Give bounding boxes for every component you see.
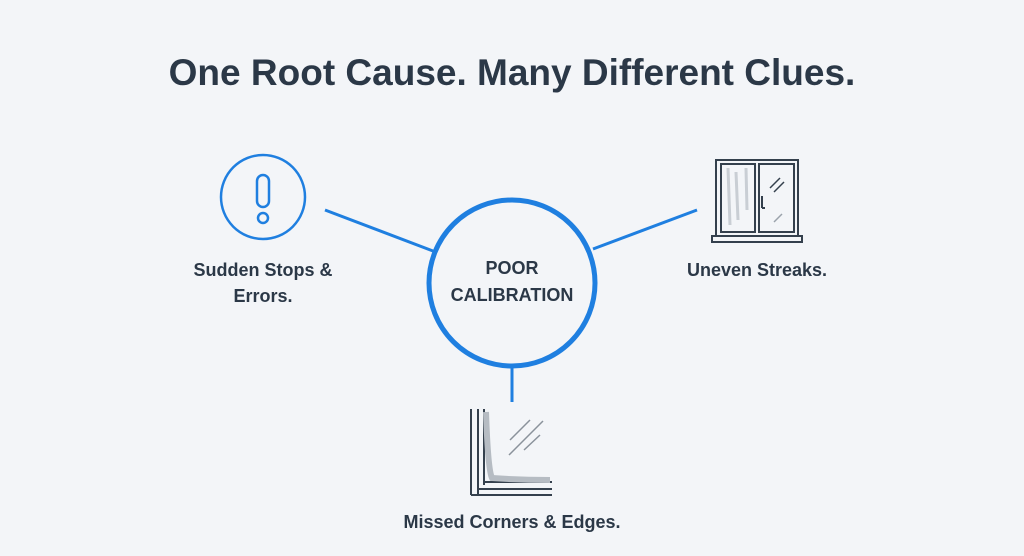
clue-label-line1: Sudden Stops & [193,260,333,280]
clue-label-line2: Errors. [233,286,293,306]
connector-left [324,208,434,253]
clue-sudden-stops: Sudden Stops & Errors. [163,257,363,309]
corner-icon [470,409,552,496]
connector-lines [324,208,698,402]
diagram-title: One Root Cause. Many Different Clues. [168,52,856,93]
clue-missed-corners: Missed Corners & Edges. [403,512,621,532]
root-cause-line1: POOR [485,258,539,278]
connector-right [592,208,698,251]
root-cause-circle [426,197,598,369]
clue-uneven-streaks: Uneven Streaks. [686,260,828,280]
window-icon [711,159,803,243]
root-cause-label: POOR CALIBRATION [427,255,597,309]
root-cause-line2: CALIBRATION [450,285,574,305]
alert-icon [219,153,307,241]
